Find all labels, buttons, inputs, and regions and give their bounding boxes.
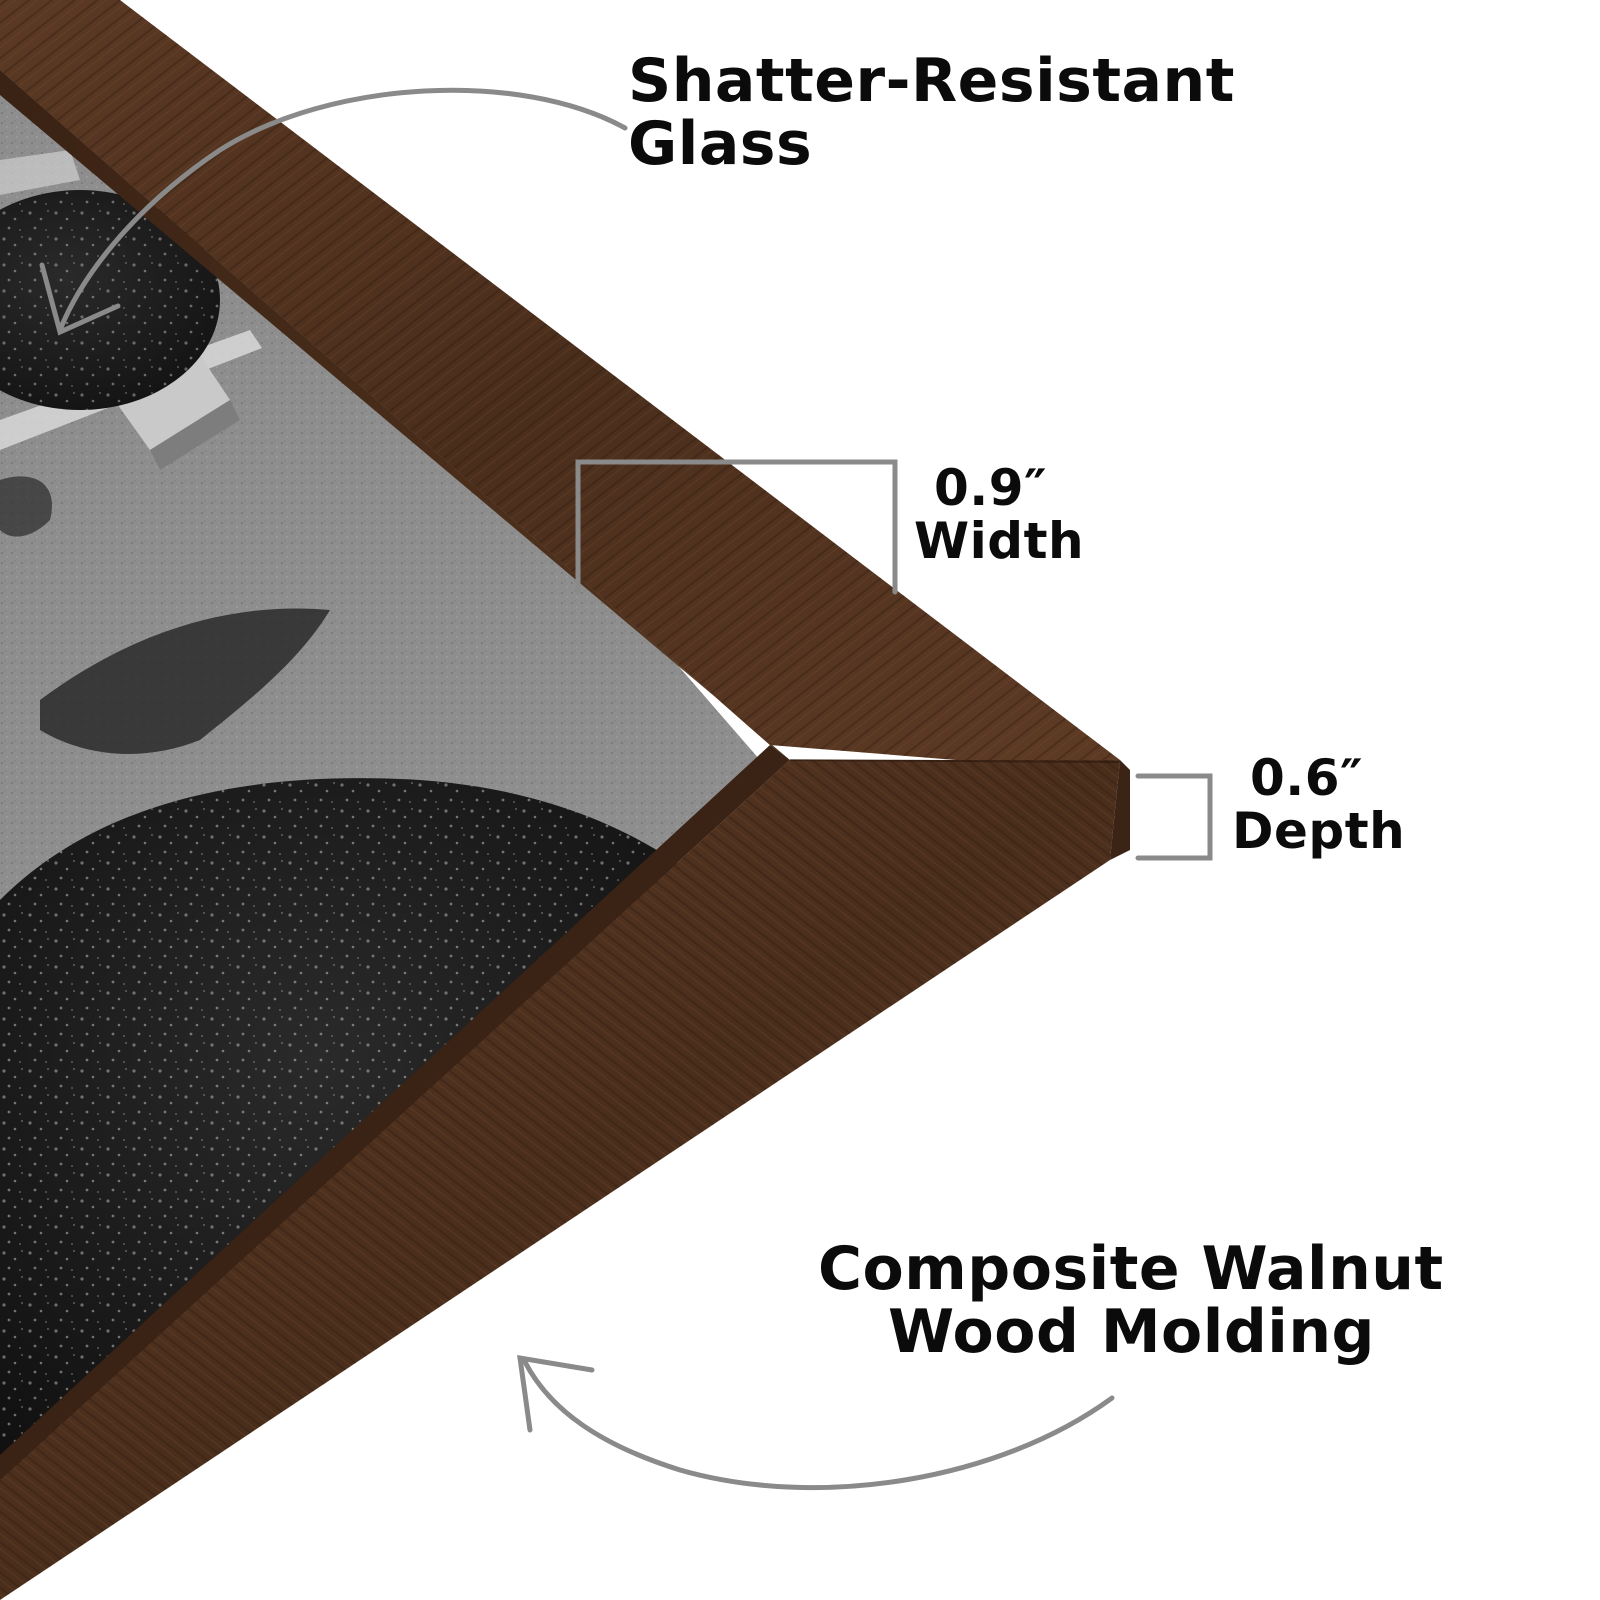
molding-callout-line2: Wood Molding	[888, 1297, 1375, 1367]
width-callout-label: 0.9″ Width	[914, 462, 1084, 567]
width-value: 0.9″	[934, 459, 1047, 517]
glass-callout-line1: Shatter-Resistant	[628, 46, 1235, 116]
width-label: Width	[914, 511, 1085, 570]
frame-molding	[0, 0, 1130, 1600]
depth-bracket	[1135, 773, 1213, 861]
glass-arrowhead-icon	[39, 262, 121, 336]
depth-value: 0.6″	[1250, 749, 1363, 807]
depth-callout-label: 0.6″ Depth	[1232, 752, 1405, 857]
glass-callout-label: Shatter-Resistant Glass	[628, 50, 1235, 176]
molding-callout-label: Composite Walnut Wood Molding	[818, 1238, 1444, 1364]
molding-callout-arrow	[522, 1359, 1115, 1491]
depth-label: Depth	[1232, 801, 1406, 860]
width-bracket	[575, 459, 898, 595]
molding-callout-line1: Composite Walnut	[818, 1234, 1444, 1304]
glass-callout-line2: Glass	[628, 109, 813, 179]
annotation-lines	[39, 87, 1213, 1491]
molding-arrowhead-icon	[517, 1354, 595, 1433]
glass-callout-arrow	[57, 87, 628, 333]
